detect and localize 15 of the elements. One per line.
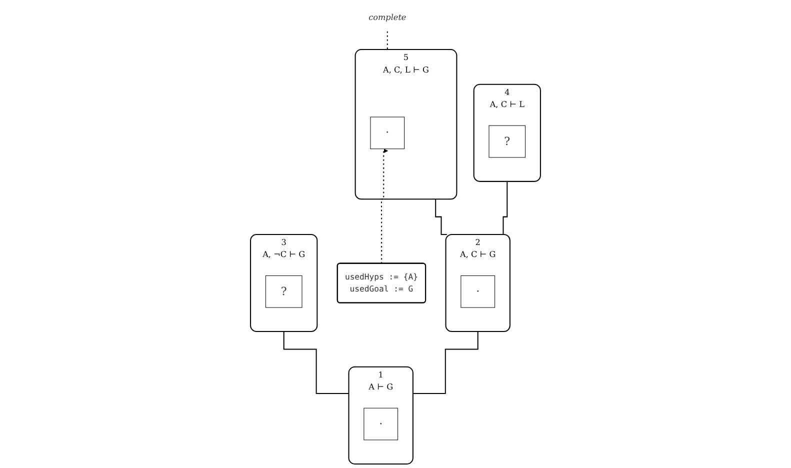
- node-box: ·: [460, 275, 496, 308]
- connector: [412, 331, 478, 394]
- node-label: 1: [378, 370, 384, 380]
- node-box: ·: [364, 408, 398, 440]
- node-label: 2: [475, 238, 480, 248]
- node-label: 5: [403, 52, 409, 62]
- connector: [386, 30, 388, 50]
- connector: [283, 331, 349, 394]
- connector: [435, 198, 447, 235]
- node-box: ?: [488, 125, 526, 158]
- node-text: complete: [368, 12, 406, 22]
- node-label: 4: [504, 87, 510, 98]
- node-box: ?: [265, 275, 302, 308]
- node-label: 3: [281, 238, 286, 248]
- node-box: ·: [370, 116, 405, 150]
